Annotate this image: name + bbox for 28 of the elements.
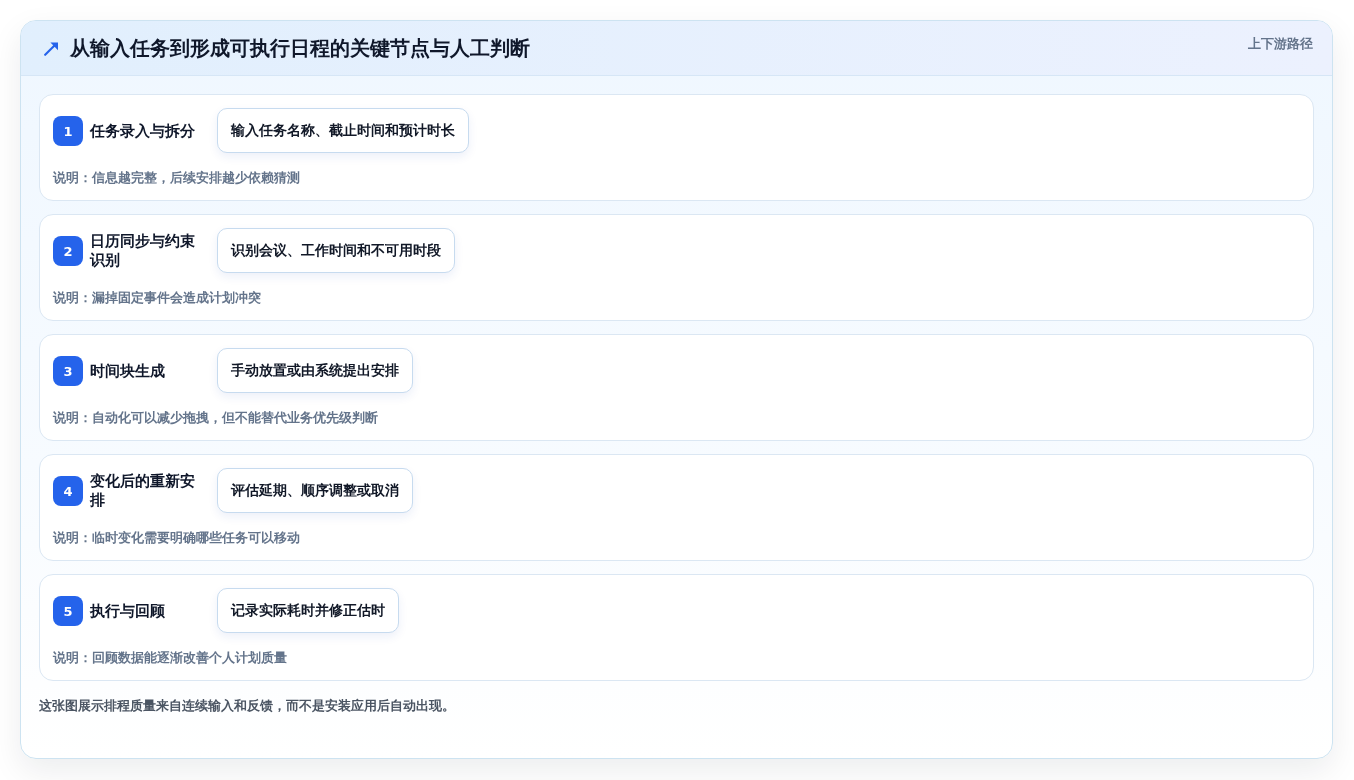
step-title: 执行与回顾 [90,601,165,621]
note-text: 说明：信息越完整，后续安排越少依赖猜测 [53,169,300,187]
step-card [39,214,1314,321]
number-badge: 5 [53,596,83,626]
detail-box: 手动放置或由系统提出安排 [217,348,413,393]
step-card [39,574,1314,681]
detail-box: 评估延期、顺序调整或取消 [217,468,413,513]
header-note: 上下游路径 [1248,35,1313,53]
detail-box: 记录实际耗时并修正估时 [217,588,399,633]
step-title: 任务录入与拆分 [90,121,195,141]
step-title: 时间块生成 [90,361,165,381]
number-badge: 2 [53,236,83,266]
step-title: 日历同步与约束识别 [90,232,196,270]
detail-box: 输入任务名称、截止时间和预计时长 [217,108,469,153]
note-text: 说明：漏掉固定事件会造成计划冲突 [53,289,261,307]
step-card [39,334,1314,441]
note-text: 说明：回顾数据能逐渐改善个人计划质量 [53,649,287,667]
step-title: 变化后的重新安排 [90,472,196,510]
note-text: 说明：临时变化需要明确哪些任务可以移动 [53,529,300,547]
caption: 这张图展示排程质量来自连续输入和反馈，而不是安装应用后自动出现。 [39,697,455,715]
note-text: 说明：自动化可以减少拖拽，但不能替代业务优先级判断 [53,409,378,427]
number-badge: 4 [53,476,83,506]
step-card [39,454,1314,561]
number-badge: 3 [53,356,83,386]
step-card [39,94,1314,201]
number-badge: 1 [53,116,83,146]
title: 从输入任务到形成可执行日程的关键节点与人工判断 [70,35,530,61]
detail-box: 识别会议、工作时间和不可用时段 [217,228,455,273]
